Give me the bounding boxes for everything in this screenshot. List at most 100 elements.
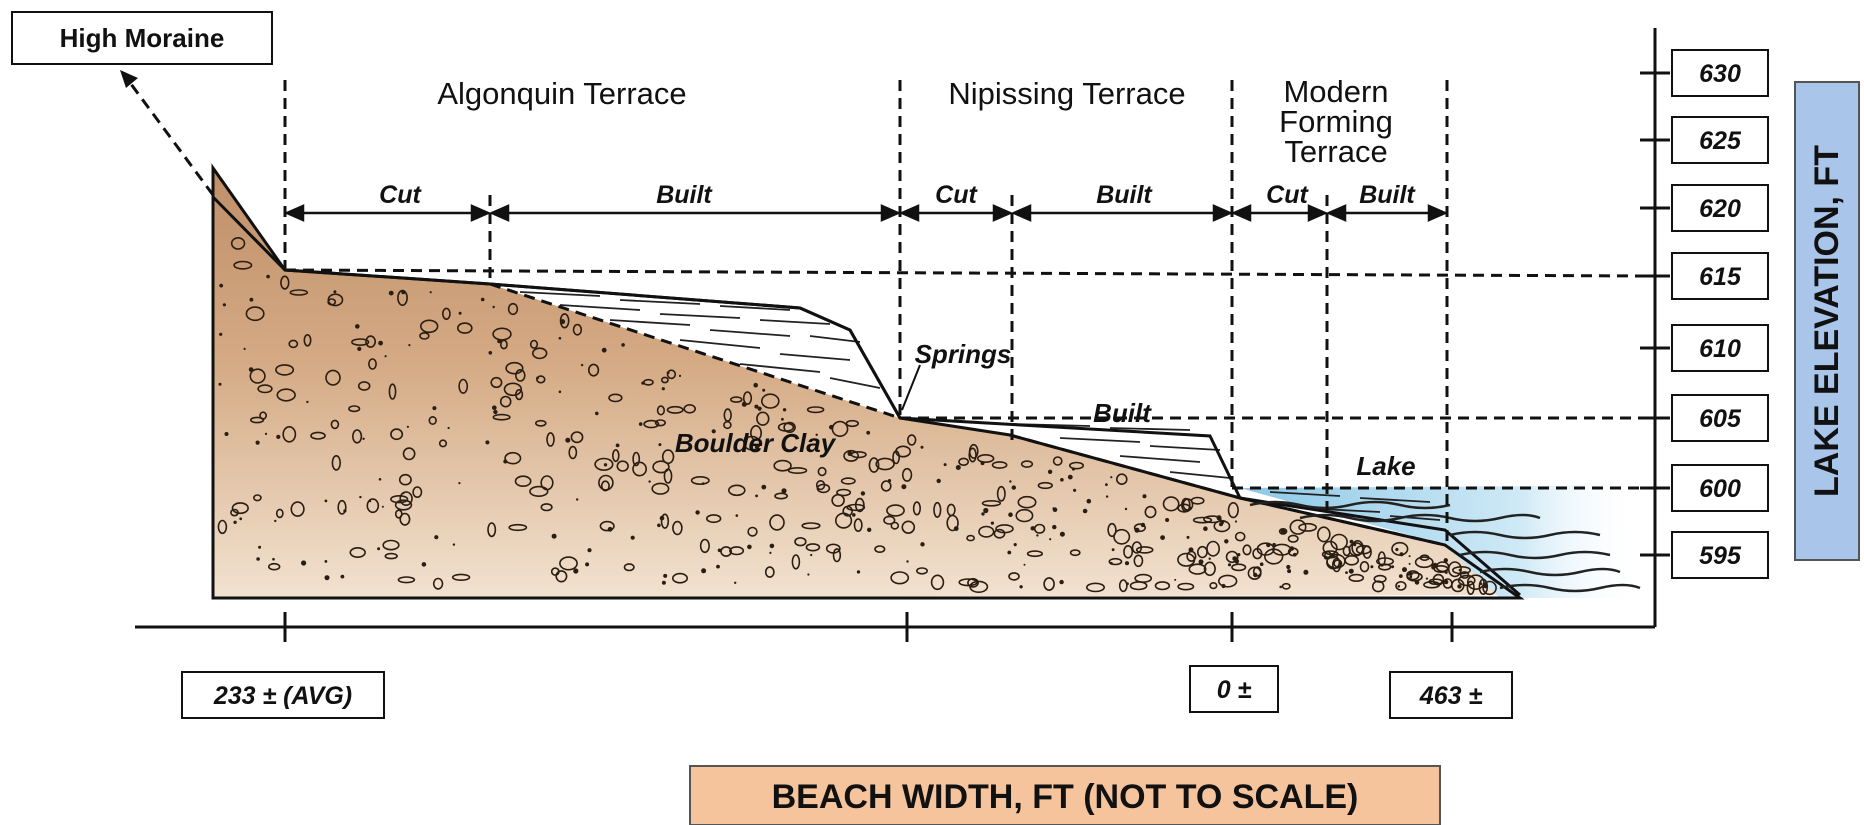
- boulder-grain: [1228, 563, 1231, 566]
- boulder-grain: [1143, 494, 1147, 498]
- boulder-grain: [266, 275, 270, 279]
- boulder-grain: [1007, 551, 1011, 555]
- boulder-grain: [608, 527, 613, 532]
- boulder-grain: [459, 312, 462, 315]
- boulder-grain: [359, 496, 361, 498]
- boulder-grain: [762, 389, 765, 392]
- boulder-grain: [1174, 579, 1176, 581]
- boulder-grain: [701, 568, 706, 573]
- boulder-grain: [265, 433, 267, 435]
- boulder-grain: [1106, 495, 1108, 497]
- boulder-grain: [1105, 483, 1108, 486]
- boulder-grain: [1048, 470, 1052, 474]
- boulder-grain: [325, 575, 330, 580]
- boulder-grain: [867, 528, 871, 532]
- boulder-grain: [1444, 558, 1448, 562]
- boulder-grain: [401, 290, 405, 294]
- boulder-grain: [219, 333, 222, 336]
- boulder-grain: [736, 514, 739, 517]
- boulder-grain: [379, 478, 382, 481]
- elevation-label: 625: [1699, 127, 1742, 155]
- boulder-grain: [621, 343, 625, 347]
- boulder-grain: [453, 543, 455, 545]
- springs-label: Springs: [915, 339, 1012, 369]
- boulder-grain: [866, 431, 870, 435]
- boulder-grain: [747, 545, 752, 550]
- springs-pointer: [902, 365, 920, 410]
- boulder-grain: [560, 319, 565, 324]
- boulder-grain: [1059, 580, 1063, 584]
- boulder-grain: [239, 517, 242, 520]
- boulder-grain: [1272, 543, 1275, 546]
- boulder-grain: [408, 344, 410, 346]
- boulder-grain: [1303, 570, 1308, 575]
- boulder-grain: [1235, 559, 1240, 564]
- boulder-grain: [1072, 467, 1075, 470]
- elevation-label: 595: [1699, 542, 1742, 570]
- boulder-grain: [1165, 518, 1169, 522]
- boulder-grain: [219, 383, 222, 386]
- boulder-grain: [559, 391, 562, 394]
- elevation-label: 620: [1699, 195, 1741, 223]
- boulder-clay-label: Boulder Clay: [675, 428, 837, 458]
- boulder-grain: [1110, 562, 1113, 565]
- modern-cut-label: Cut: [1266, 181, 1309, 209]
- boulder-grain: [1349, 569, 1354, 574]
- boulder-grain: [981, 461, 985, 465]
- boulder-grain: [639, 422, 643, 426]
- boulder-grain: [325, 500, 328, 503]
- boulder-grain: [857, 570, 860, 573]
- boulder-grain: [1219, 522, 1223, 526]
- boulder-grain: [1052, 525, 1056, 529]
- boulder-grain: [581, 364, 583, 366]
- boulder-grain: [407, 426, 409, 428]
- elevation-label: 600: [1699, 475, 1741, 503]
- boulder-grain: [552, 534, 557, 539]
- boulder-grain: [576, 498, 578, 500]
- boulder-grain: [493, 306, 495, 308]
- boulder-grain: [385, 355, 387, 357]
- boulder-grain: [781, 418, 784, 421]
- width-label-modern-start: 0 ±: [1217, 676, 1252, 704]
- boulder-grain: [1253, 573, 1257, 577]
- nipissing-terrace-title: Nipissing Terrace: [948, 76, 1185, 111]
- boulder-grain: [422, 562, 427, 567]
- boulder-grain: [1203, 526, 1208, 531]
- boulder-grain: [1398, 585, 1401, 588]
- boulder-grain: [559, 337, 562, 340]
- boulder-grain: [492, 405, 497, 410]
- boulder-grain: [734, 582, 736, 584]
- boulder-grain: [249, 367, 254, 372]
- boulder-grain: [658, 443, 661, 446]
- boulder-grain: [1409, 576, 1412, 579]
- boulder-grain: [770, 544, 775, 549]
- boulder-grain: [219, 284, 223, 288]
- boulder-grain: [1112, 548, 1115, 551]
- boulder-grain: [377, 547, 380, 550]
- boulder-grain: [1009, 480, 1011, 482]
- boulder-grain: [1012, 485, 1016, 489]
- boulder-grain: [1409, 555, 1411, 557]
- boulder-grain: [378, 341, 383, 346]
- boulder-grain: [1281, 529, 1286, 534]
- boulder-grain: [783, 408, 786, 411]
- boulder-grain: [1345, 571, 1348, 574]
- boulder-grain: [1290, 546, 1295, 551]
- boulder-grain: [1019, 585, 1022, 588]
- boulder-grain: [1024, 564, 1026, 566]
- boulder-grain: [1052, 507, 1054, 509]
- boulder-grain: [718, 549, 722, 553]
- boulder-grain: [448, 427, 450, 429]
- boulder-grain: [604, 463, 607, 466]
- boulder-grain: [716, 565, 720, 569]
- boulder-grain: [991, 522, 994, 525]
- boulder-grain: [1235, 520, 1237, 522]
- modern-built-label: Built: [1359, 181, 1416, 209]
- boulder-grain: [256, 441, 260, 445]
- boulder-grain: [1014, 543, 1017, 546]
- boulder-grain: [753, 383, 758, 388]
- boulder-grain: [1189, 547, 1194, 552]
- boulder-grain: [1068, 475, 1073, 480]
- boulder-grain: [362, 438, 364, 440]
- boulder-grain: [233, 521, 236, 524]
